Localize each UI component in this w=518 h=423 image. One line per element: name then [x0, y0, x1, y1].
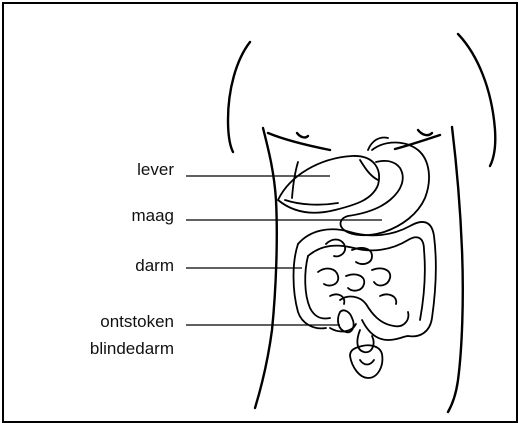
stomach-label: maag [131, 206, 174, 226]
liver-label: lever [137, 160, 174, 180]
appendix-label-line1: ontstoken [100, 312, 174, 332]
intestine-label: darm [135, 256, 174, 276]
appendix-label-line2: blindedarm [90, 339, 174, 359]
torso-outline [228, 34, 495, 412]
appendix-organ [338, 310, 382, 378]
